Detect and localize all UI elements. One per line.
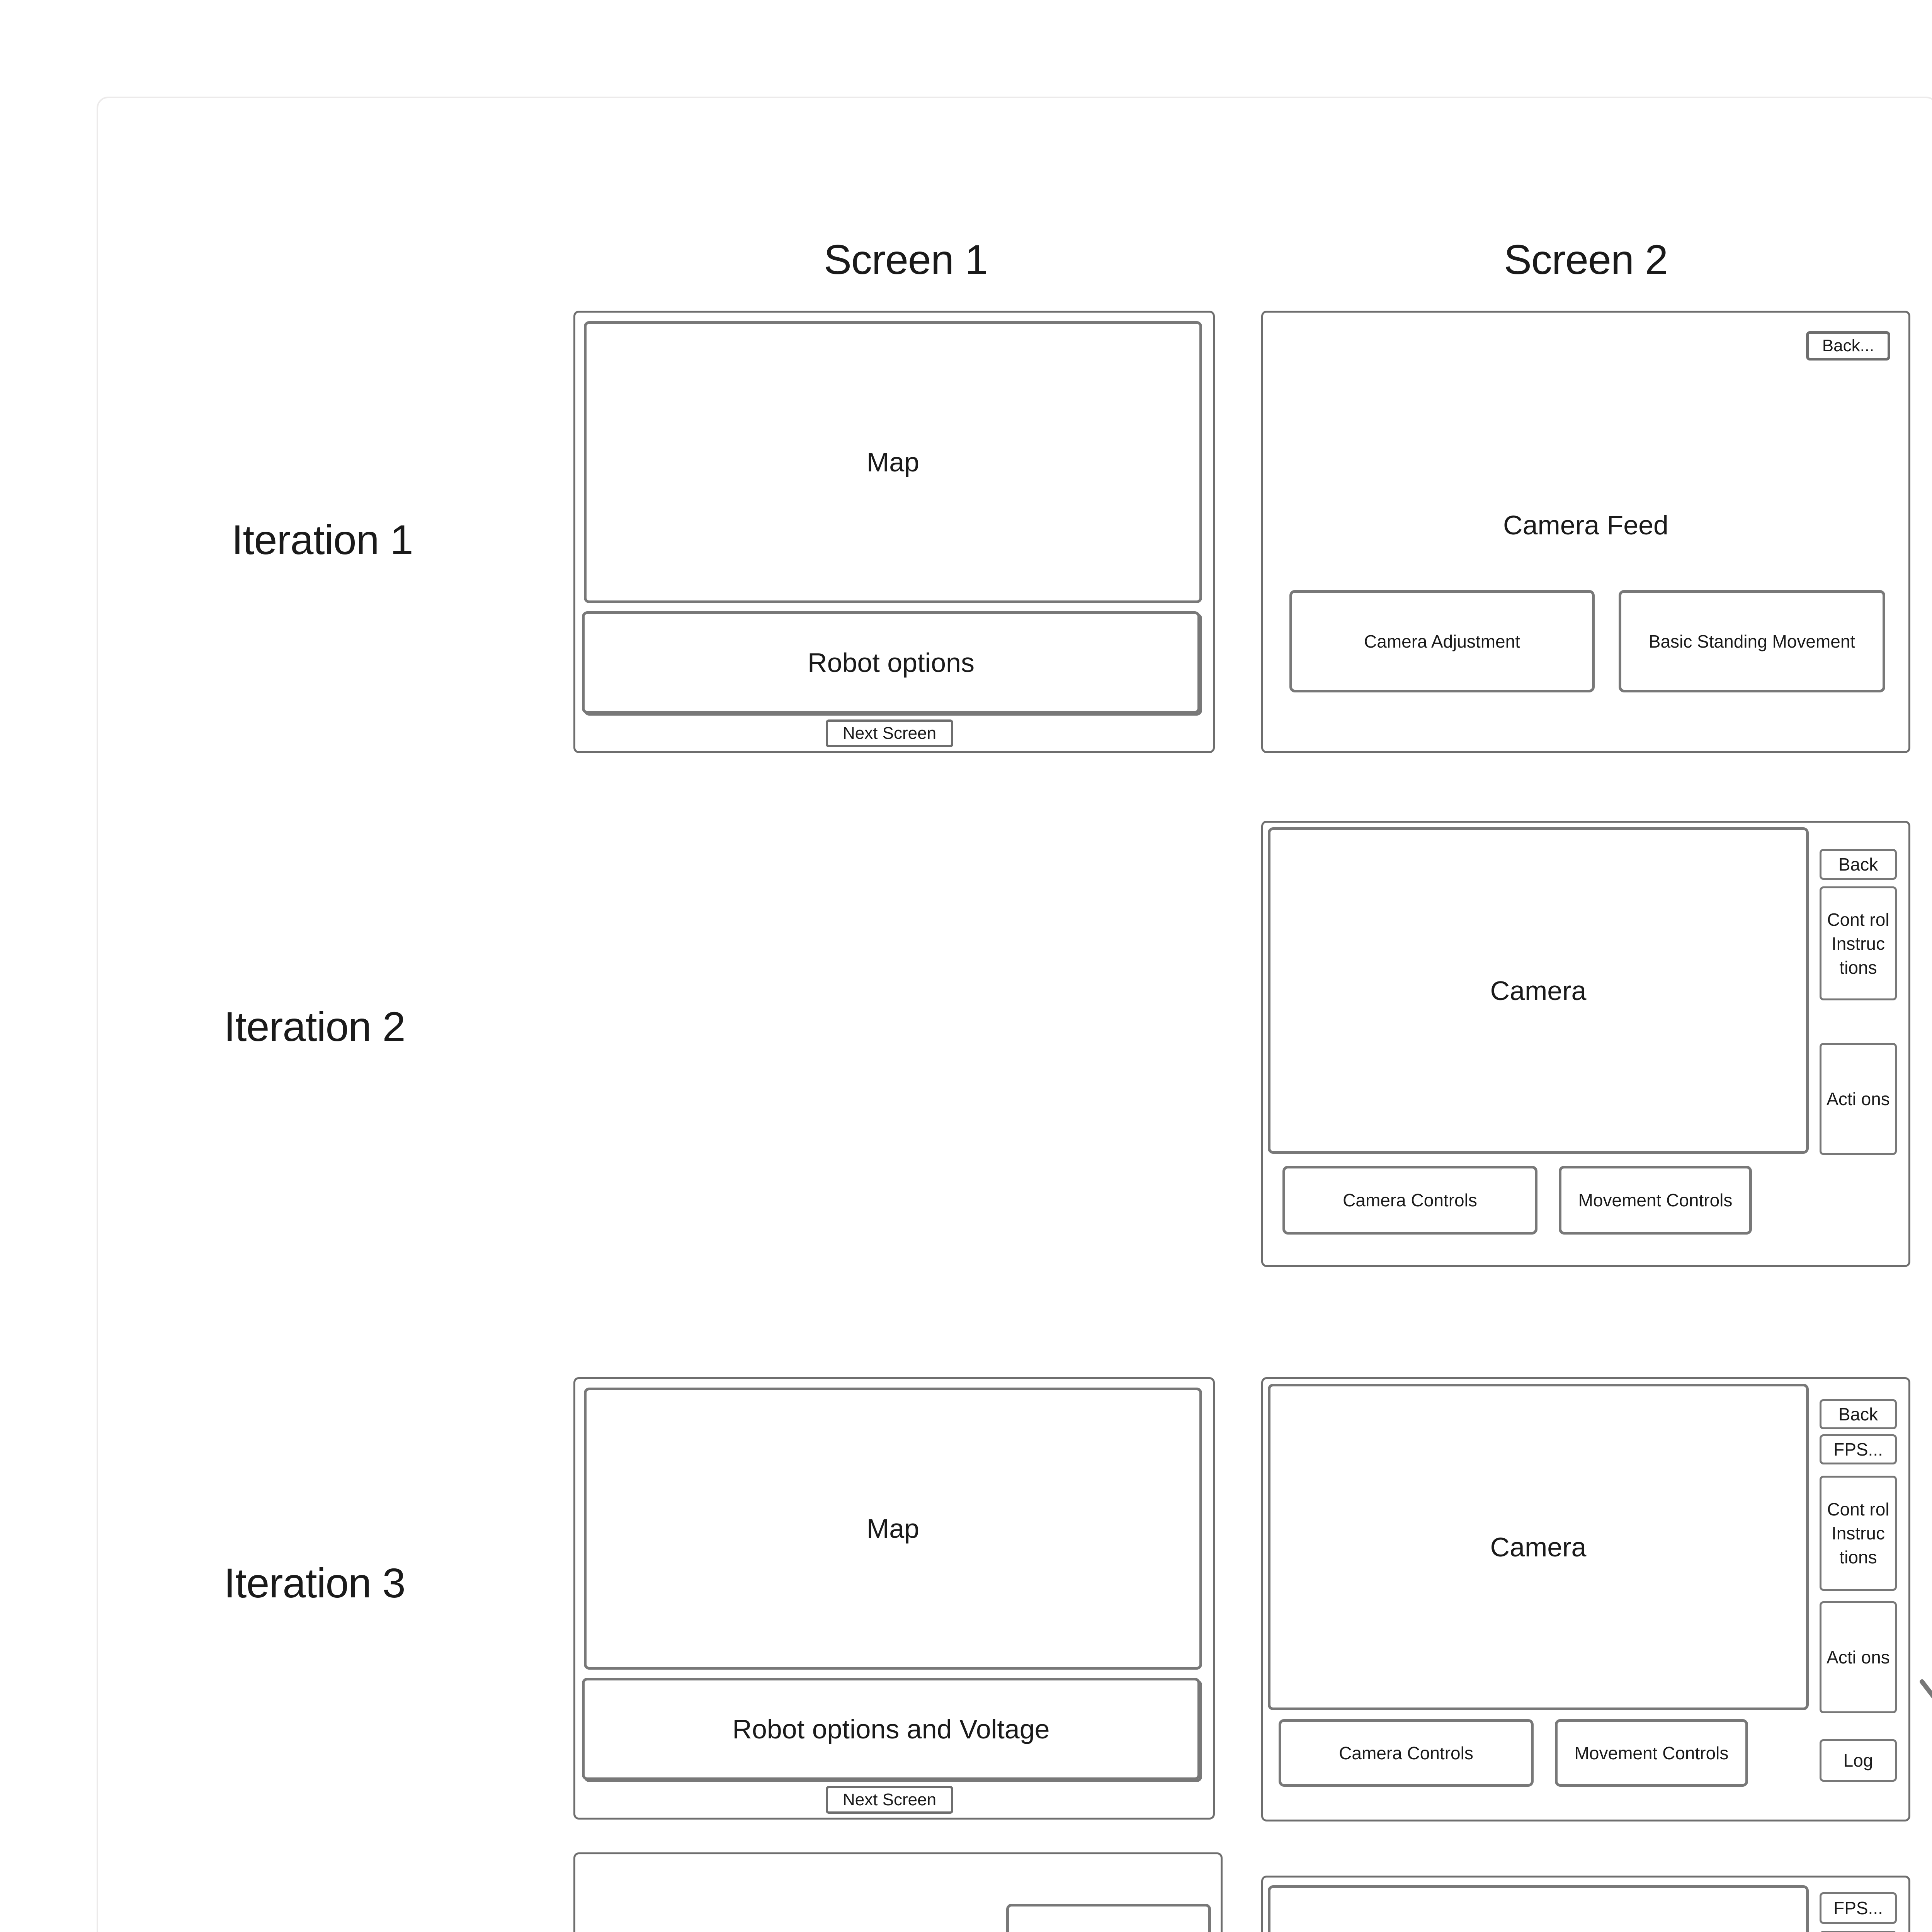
sidebar-actions-label: Acti ons — [1827, 1647, 1890, 1667]
sidebar-fps-label: FPS... — [1833, 1439, 1883, 1459]
sidebar-back-label: Back — [1838, 854, 1878, 874]
sidebar-log-label: Log — [1843, 1750, 1873, 1770]
camera-adjustment-label: Camera Adjustment — [1364, 631, 1520, 651]
movement-controls-label: Movement Controls — [1574, 1743, 1729, 1763]
camera-controls-panel[interactable]: Camera Controls — [1279, 1719, 1534, 1787]
back-button[interactable]: Back... — [1806, 331, 1890, 361]
robot-options-panel-label: Robot options — [808, 647, 975, 678]
scroll-down-arrow-icon — [1920, 1679, 1932, 1699]
basic-standing-movement-panel[interactable]: Basic Standing Movement — [1619, 590, 1885, 692]
camera-panel-label: Camera — [1490, 1532, 1587, 1562]
iteration-1-screen-2-frame: Back... Camera Feed Camera Adjustment Ba… — [1261, 311, 1910, 753]
robot-options-voltage-panel[interactable]: Robot options and Voltage — [582, 1678, 1200, 1780]
camera-controls-label: Camera Controls — [1343, 1190, 1477, 1210]
sidebar-actions-button[interactable]: Acti ons — [1820, 1043, 1897, 1155]
camera-adjustment-panel[interactable]: Camera Adjustment — [1289, 590, 1595, 692]
iteration-4-screen-1-frame: Map Map optio... Robot options and Volta… — [573, 1852, 1223, 1932]
column-header-screen-1: Screen 1 — [823, 236, 988, 283]
movement-controls-label: Movement Controls — [1578, 1190, 1733, 1210]
sidebar-fps-button[interactable]: FPS... — [1820, 1892, 1897, 1924]
next-screen-button[interactable]: Next Screen — [826, 1786, 953, 1814]
iteration-3-screen-2-frame: Camera Back FPS... Cont rol Instruc tion… — [1261, 1377, 1910, 1821]
iteration-2-screen-2-frame: Camera Back Cont rol Instruc tions Acti … — [1261, 821, 1910, 1267]
sidebar-control-instructions-label: Cont rol Instruc tions — [1827, 909, 1889, 978]
movement-controls-panel[interactable]: Movement Controls — [1555, 1719, 1748, 1787]
sidebar-control-instructions-button[interactable]: Cont rol Instruc tions — [1820, 1476, 1897, 1591]
movement-controls-panel[interactable]: Movement Controls — [1559, 1166, 1752, 1235]
robot-options-panel[interactable]: Robot options — [582, 611, 1200, 714]
sidebar-fps-label: FPS... — [1833, 1898, 1883, 1918]
sidebar-back-label: Back — [1838, 1404, 1878, 1424]
sidebar-back-button[interactable]: Back — [1820, 849, 1897, 880]
iteration-label-3: Iteration 3 — [224, 1560, 405, 1606]
map-panel-label: Map — [866, 1513, 920, 1544]
iteration-label-1: Iteration 1 — [231, 516, 413, 563]
map-panel[interactable]: Map — [584, 321, 1202, 603]
sidebar-control-instructions-label: Cont rol Instruc tions — [1827, 1499, 1889, 1568]
camera-feed-label: Camera Feed — [1503, 510, 1668, 540]
sidebar-control-instructions-button[interactable]: Cont rol Instruc tions — [1820, 886, 1897, 1000]
sidebar-fps-button[interactable]: FPS... — [1820, 1434, 1897, 1464]
sidebar-actions-button[interactable]: Acti ons — [1820, 1601, 1897, 1713]
scroll-annotation-group: Scroll — [1914, 1470, 1932, 1709]
camera-panel-label: Camera — [1490, 975, 1587, 1006]
robot-options-voltage-label: Robot options and Voltage — [732, 1714, 1050, 1744]
camera-controls-label: Camera Controls — [1339, 1743, 1473, 1763]
basic-standing-movement-label: Basic Standing Movement — [1648, 631, 1855, 651]
map-panel-label: Map — [866, 447, 920, 477]
iteration-label-2: Iteration 2 — [224, 1003, 405, 1050]
next-screen-button[interactable]: Next Screen — [826, 719, 953, 747]
sidebar-log-button[interactable]: Log — [1820, 1739, 1897, 1782]
diagram-frame: Screen 1 Screen 2 Iteration 1 Iteration … — [97, 97, 1932, 1932]
sidebar-back-button[interactable]: Back — [1820, 1399, 1897, 1429]
camera-panel[interactable]: Camera — [1268, 1384, 1809, 1710]
camera-panel[interactable]: Camera — [1268, 1885, 1809, 1932]
map-options-panel[interactable]: Map optio... — [1006, 1904, 1211, 1932]
camera-controls-panel[interactable]: Camera Controls — [1282, 1166, 1537, 1235]
map-panel[interactable]: Map — [584, 1388, 1202, 1670]
camera-panel[interactable]: Camera — [1268, 827, 1809, 1154]
column-header-screen-2: Screen 2 — [1503, 236, 1668, 283]
sidebar-actions-label: Acti ons — [1827, 1088, 1890, 1109]
